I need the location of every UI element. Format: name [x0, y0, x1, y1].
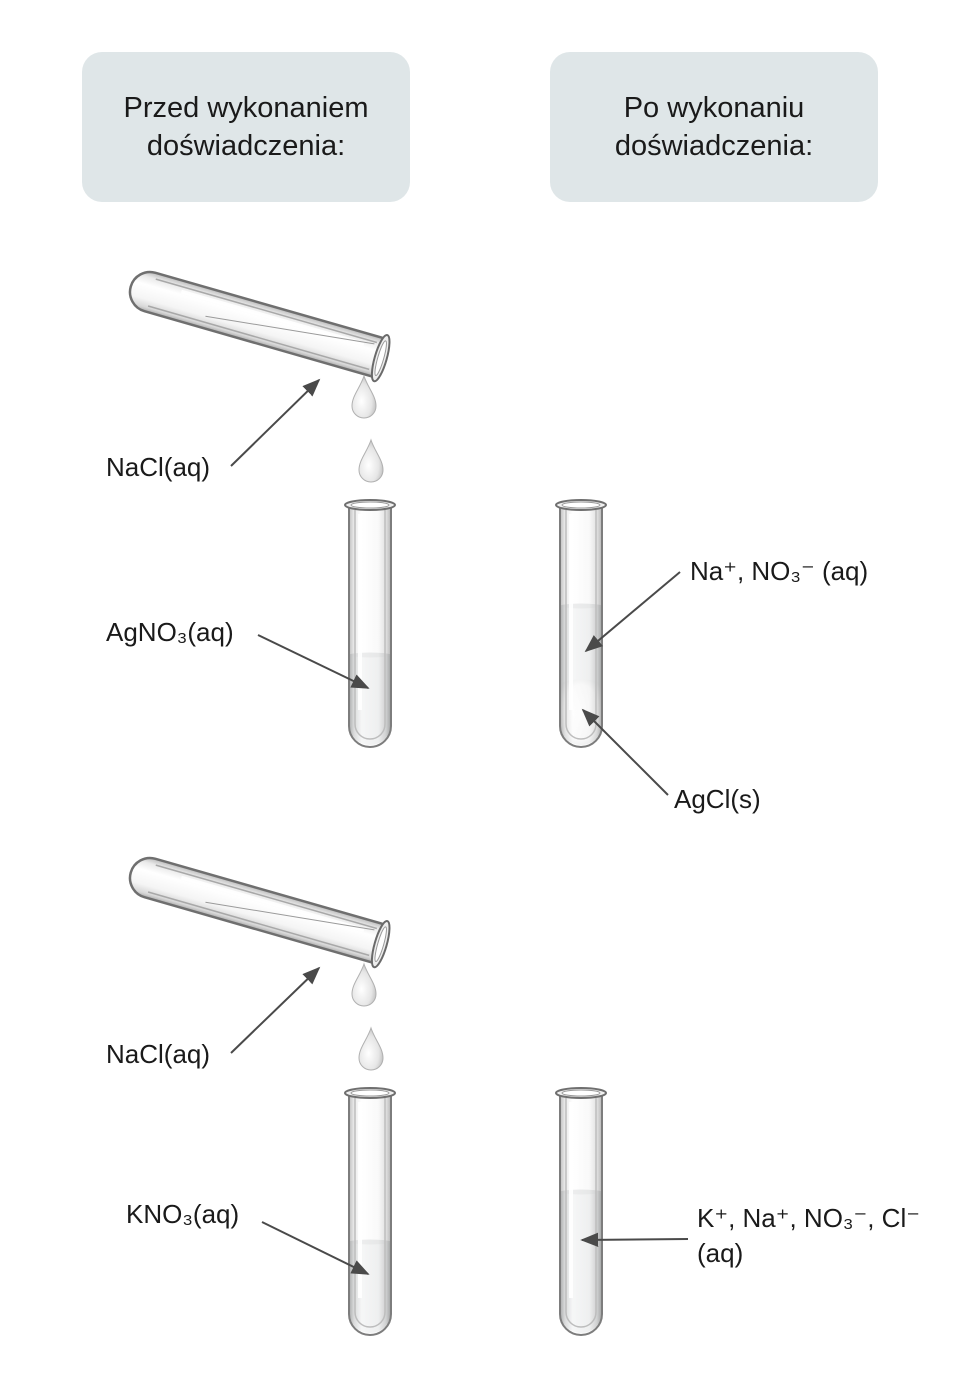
arrow-na-no3	[584, 571, 681, 653]
arrow-agcl	[581, 708, 669, 796]
label-nacl-1: NaCl(aq)	[106, 452, 211, 482]
drop-2b	[358, 1027, 384, 1071]
header-after-line1: Po wykonaniu	[623, 92, 805, 124]
label-na-no3: Na⁺, NO₃⁻ (aq)	[690, 556, 869, 586]
drop-2a	[351, 963, 377, 1007]
label-k-na-no3-cl-line1: K⁺, Na⁺, NO₃⁻, Cl⁻	[697, 1203, 920, 1233]
tube-kno3	[343, 1086, 397, 1337]
tube-after-mixture	[554, 1086, 608, 1337]
tube-agno3	[343, 498, 397, 749]
drop-1a	[351, 375, 377, 419]
tube-after-agcl	[554, 498, 608, 749]
tilted-tube-nacl-1	[122, 261, 396, 385]
arrow-nacl-2	[230, 966, 321, 1054]
tilted-tube-nacl-2	[122, 847, 396, 971]
arrow-nacl-1	[230, 378, 321, 467]
label-k-na-no3-cl-line2: (aq)	[697, 1238, 744, 1268]
header-after: Po wykonaniu doświadczenia:	[550, 52, 878, 202]
header-before-line2: doświadczenia:	[146, 130, 346, 162]
label-nacl-2: NaCl(aq)	[106, 1039, 211, 1069]
header-before: Przed wykonaniem doświadczenia:	[82, 52, 410, 202]
drop-1b	[358, 439, 384, 483]
label-agcl: AgCl(s)	[674, 784, 761, 814]
header-before-line1: Przed wykonaniem	[123, 92, 369, 124]
arrow-kno3	[261, 1221, 370, 1275]
arrow-k-na-no3-cl	[580, 1232, 689, 1248]
header-after-line2: doświadczenia:	[614, 130, 814, 162]
label-agno3: AgNO₃(aq)	[106, 617, 234, 647]
arrow-agno3	[257, 634, 370, 689]
label-kno3: KNO₃(aq)	[126, 1199, 240, 1229]
